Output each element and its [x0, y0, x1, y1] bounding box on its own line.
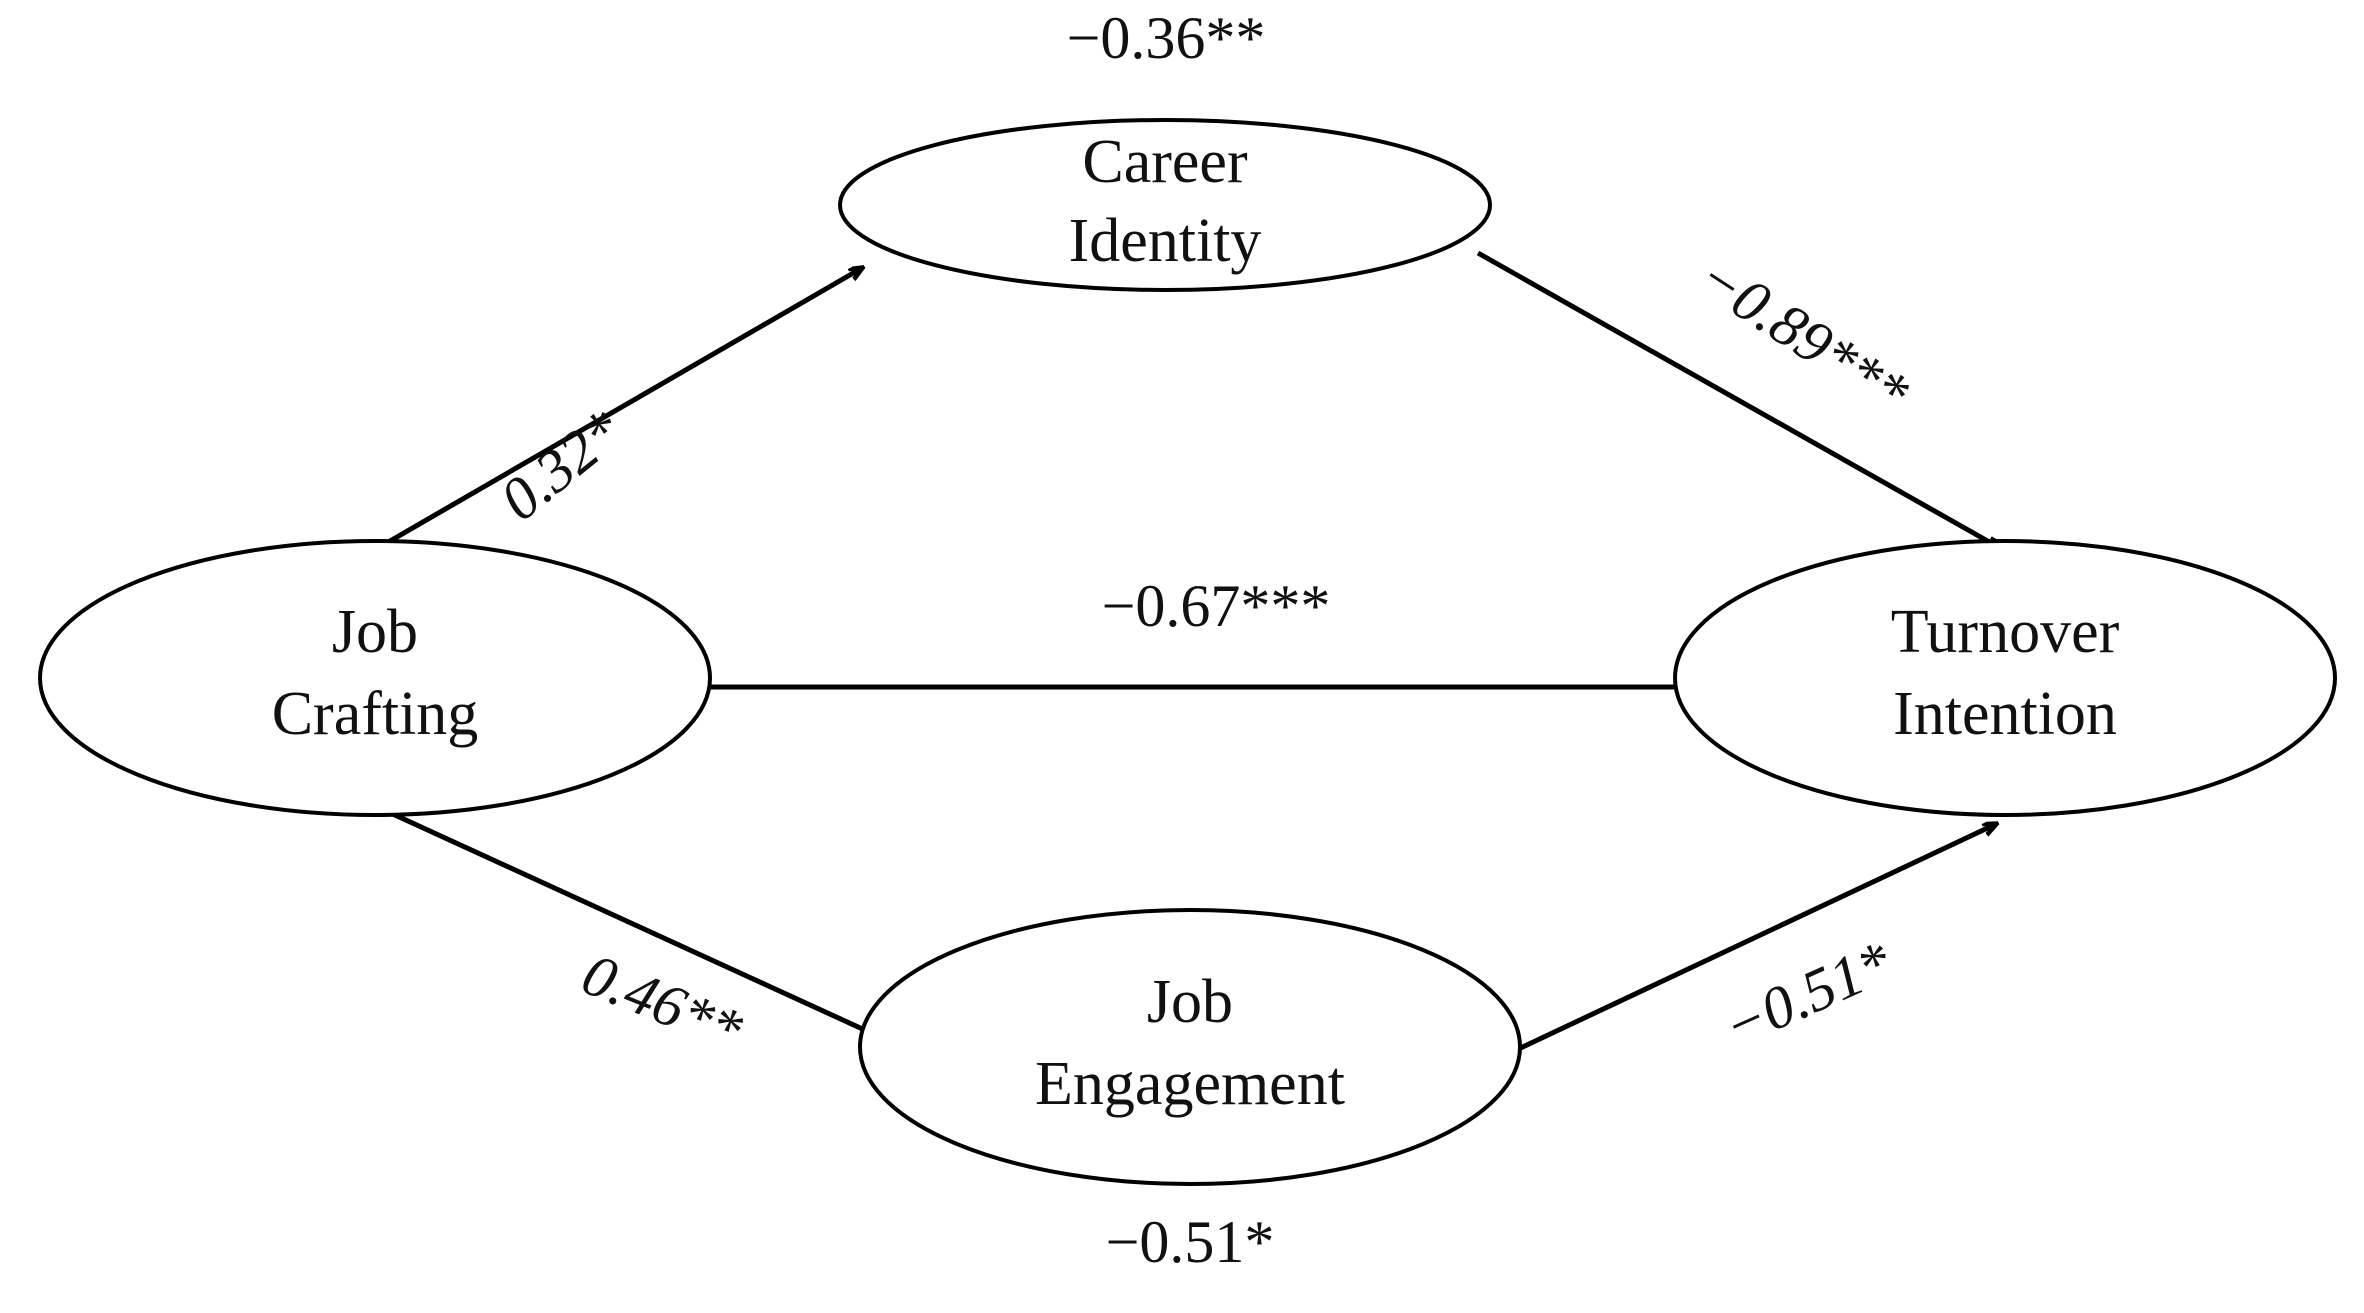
node-label-turnover-intention-line1: Turnover [1891, 598, 2120, 666]
node-shape-career-identity[interactable] [838, 118, 1492, 292]
edge-line-ci-ti [1476, 250, 2000, 548]
node-job-crafting[interactable]: Job Crafting [38, 539, 712, 817]
edge-career-identity-to-turnover-intention: −0.89*** [1476, 243, 2000, 548]
edge-label-jc-ti: −0.67*** [1102, 573, 1331, 639]
edge-label-jc-ci: 0.32* [488, 397, 634, 533]
edge-job-crafting-to-job-engagement: 0.46** [382, 807, 880, 1064]
node-job-engagement[interactable]: Job Engagement [858, 908, 1522, 1186]
edge-job-crafting-to-career-identity: 0.32* [376, 268, 862, 551]
edge-label-je-ti: −0.51* [1714, 928, 1901, 1060]
edge-label-ci-ti: −0.89*** [1687, 243, 1920, 427]
node-label-career-identity-line2: Identity [1069, 207, 1262, 275]
coefficient-label-below-job-engagement: −0.51* [1106, 1209, 1275, 1275]
node-label-job-crafting-line1: Job [332, 598, 418, 666]
edge-job-engagement-to-turnover-intention: −0.51* [1510, 824, 1996, 1060]
node-label-turnover-intention-line2: Intention [1893, 680, 2117, 748]
node-shape-job-crafting[interactable] [38, 539, 712, 817]
edge-line-jc-ci [376, 268, 862, 551]
coefficient-label-above-career-identity: −0.36** [1067, 5, 1266, 71]
edge-line-je-ti [1510, 824, 1996, 1055]
node-turnover-intention[interactable]: Turnover Intention [1673, 539, 2337, 817]
node-shape-job-engagement[interactable] [858, 908, 1522, 1186]
node-shape-turnover-intention[interactable] [1673, 539, 2337, 817]
node-label-job-engagement-line2: Engagement [1035, 1050, 1345, 1118]
node-label-job-engagement-line1: Job [1147, 968, 1233, 1036]
edge-label-jc-je: 0.46** [573, 941, 751, 1064]
node-label-career-identity-line1: Career [1082, 128, 1248, 196]
node-career-identity[interactable]: Career Identity [838, 118, 1492, 292]
edge-line-jc-je [382, 807, 880, 1037]
node-label-job-crafting-line2: Crafting [272, 680, 479, 748]
edge-job-crafting-to-turnover-intention: −0.67*** [706, 573, 1694, 687]
